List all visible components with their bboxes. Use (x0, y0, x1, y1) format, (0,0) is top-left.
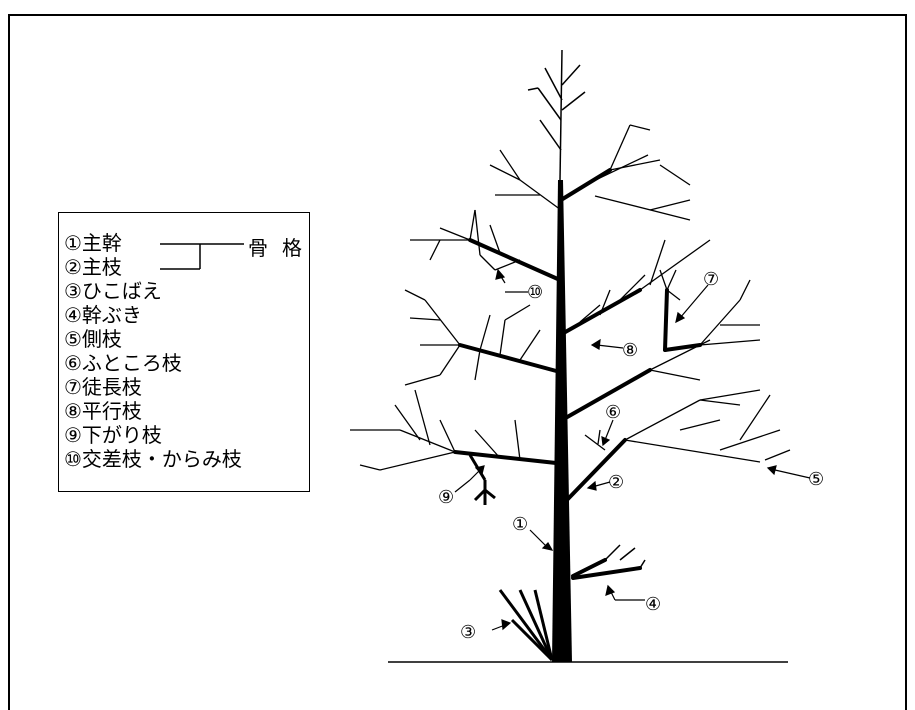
callout-6: ⑥ (605, 402, 621, 423)
callout-7: ⑦ (703, 269, 719, 290)
callout-2: ② (608, 472, 624, 493)
legend-item-main-branch: ②主枝 (64, 255, 122, 279)
legend-item-main-trunk: ①主幹 (64, 231, 122, 255)
suckers (498, 589, 554, 662)
legend-item-crossing-branch: ⑩交差枝・からみ枝 (64, 447, 242, 471)
legend-item-lateral-branch: ⑤側枝 (64, 327, 122, 351)
callout-4: ④ (645, 594, 661, 615)
leader (527, 49, 586, 181)
skeleton-label: 骨格 (248, 236, 316, 260)
legend-item-drooping-branch: ⑨下がり枝 (64, 423, 162, 447)
legend-box (58, 212, 310, 492)
callout-8: ⑧ (622, 340, 638, 361)
legend-item-inner-branch: ⑥ふところ枝 (64, 351, 182, 375)
skeleton-bracket (160, 243, 244, 270)
legend-item-water-sprout: ⑦徒長枝 (64, 375, 142, 399)
callout-10: ⑩ (527, 282, 543, 303)
callout-leaders (454, 268, 811, 631)
diagram-frame (8, 14, 907, 710)
callout-9: ⑨ (438, 487, 454, 508)
callout-3: ③ (460, 622, 476, 643)
trunk-sprout-twigs (604, 544, 646, 569)
legend-item-trunk-sprout: ④幹ぶき (64, 303, 142, 327)
callout-5: ⑤ (808, 469, 824, 490)
twigs (350, 124, 791, 471)
drooping-branch (468, 454, 496, 505)
legend-item-parallel-branch: ⑧平行枝 (64, 399, 142, 423)
callout-1: ① (512, 514, 528, 535)
legend-item-sucker: ③ひこばえ (64, 279, 162, 303)
